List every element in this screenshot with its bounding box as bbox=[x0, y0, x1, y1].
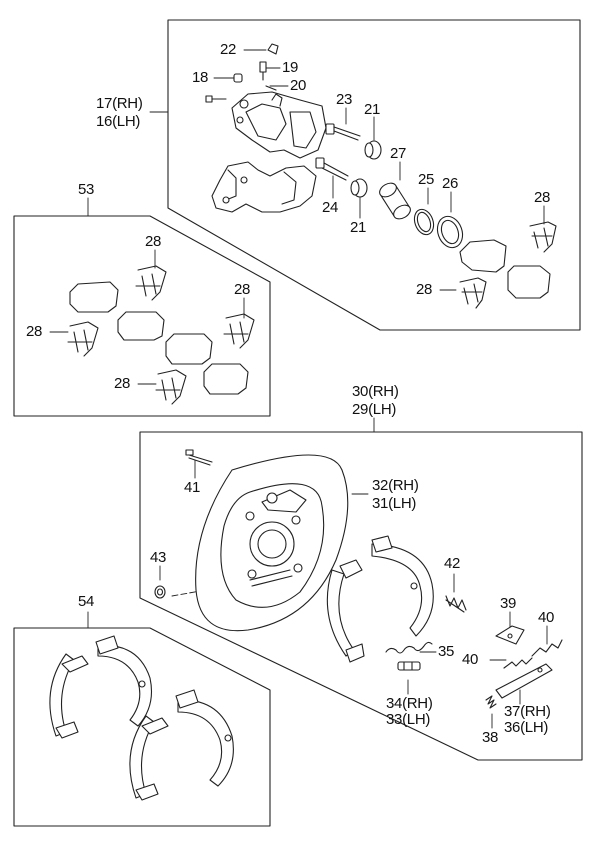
callout-28-kit-b: 28 bbox=[234, 281, 251, 298]
callout-40-right: 40 bbox=[538, 609, 555, 626]
callout-37-rh: 37(RH) bbox=[504, 703, 551, 720]
caliper-hardware bbox=[205, 43, 464, 249]
callout-19: 19 bbox=[282, 59, 299, 76]
callout-36-lh: 36(LH) bbox=[504, 719, 549, 736]
caliper-pads bbox=[459, 239, 551, 299]
caliper-body bbox=[231, 91, 327, 159]
spring-38 bbox=[485, 695, 497, 709]
spring-35 bbox=[385, 641, 433, 654]
caliper-group-frame bbox=[167, 19, 581, 331]
backing-plate-frame bbox=[139, 417, 583, 761]
lever-37 bbox=[495, 663, 553, 699]
callout-39: 39 bbox=[500, 595, 517, 612]
callout-31-lh: 31(LH) bbox=[372, 495, 417, 512]
bolt-41 bbox=[185, 449, 213, 466]
callout-25: 25 bbox=[418, 171, 435, 188]
nut-43 bbox=[154, 585, 166, 599]
callout-29-lh: 29(LH) bbox=[352, 401, 397, 418]
caliper-pad-clips bbox=[459, 221, 557, 309]
pad-kit-pads bbox=[69, 281, 249, 395]
callout-20: 20 bbox=[290, 77, 307, 94]
backing-plate-leaders bbox=[159, 459, 548, 729]
callout-16-lh: 16(LH) bbox=[96, 113, 141, 130]
shoe-kit-shoes bbox=[49, 635, 234, 801]
callout-26: 26 bbox=[442, 175, 459, 192]
retainer-39 bbox=[495, 625, 525, 645]
callout-41: 41 bbox=[184, 479, 201, 496]
callout-34-rh: 34(RH) bbox=[386, 695, 433, 712]
adjuster-spring-42 bbox=[445, 595, 467, 613]
adjuster-34 bbox=[397, 661, 421, 671]
leader-lines bbox=[149, 49, 545, 291]
callout-23: 23 bbox=[336, 91, 353, 108]
callout-35: 35 bbox=[438, 643, 455, 660]
callout-28-kit-c: 28 bbox=[26, 323, 43, 340]
callout-38: 38 bbox=[482, 729, 499, 746]
callout-53: 53 bbox=[78, 181, 95, 198]
callout-21-lower: 21 bbox=[350, 219, 367, 236]
caliper-carrier-bracket bbox=[211, 161, 317, 213]
callout-54: 54 bbox=[78, 593, 95, 610]
callout-28-kit-d: 28 bbox=[114, 375, 131, 392]
callout-40-left: 40 bbox=[462, 651, 479, 668]
callout-17-rh: 17(RH) bbox=[96, 95, 143, 112]
callout-30-rh: 30(RH) bbox=[352, 383, 399, 400]
pad-kit-clips bbox=[67, 265, 255, 405]
callout-18: 18 bbox=[192, 69, 209, 86]
callout-42: 42 bbox=[444, 555, 461, 572]
callout-28-caliper-upper: 28 bbox=[534, 189, 551, 206]
callout-22: 22 bbox=[220, 41, 237, 58]
pad-kit-leaders bbox=[49, 249, 245, 385]
callout-33-lh: 33(LH) bbox=[386, 711, 431, 728]
shoe-kit-frame bbox=[13, 611, 271, 827]
callout-43: 43 bbox=[150, 549, 167, 566]
callout-27: 27 bbox=[390, 145, 407, 162]
backing-plate bbox=[195, 454, 349, 632]
callout-32-rh: 32(RH) bbox=[372, 477, 419, 494]
pad-kit-frame bbox=[13, 197, 271, 417]
shoe-set-installed bbox=[326, 535, 434, 663]
springs-40 bbox=[503, 639, 563, 669]
callout-28-caliper-lower: 28 bbox=[416, 281, 433, 298]
callout-28-kit-a: 28 bbox=[145, 233, 162, 250]
callout-21-upper: 21 bbox=[364, 101, 381, 118]
callout-24: 24 bbox=[322, 199, 339, 216]
